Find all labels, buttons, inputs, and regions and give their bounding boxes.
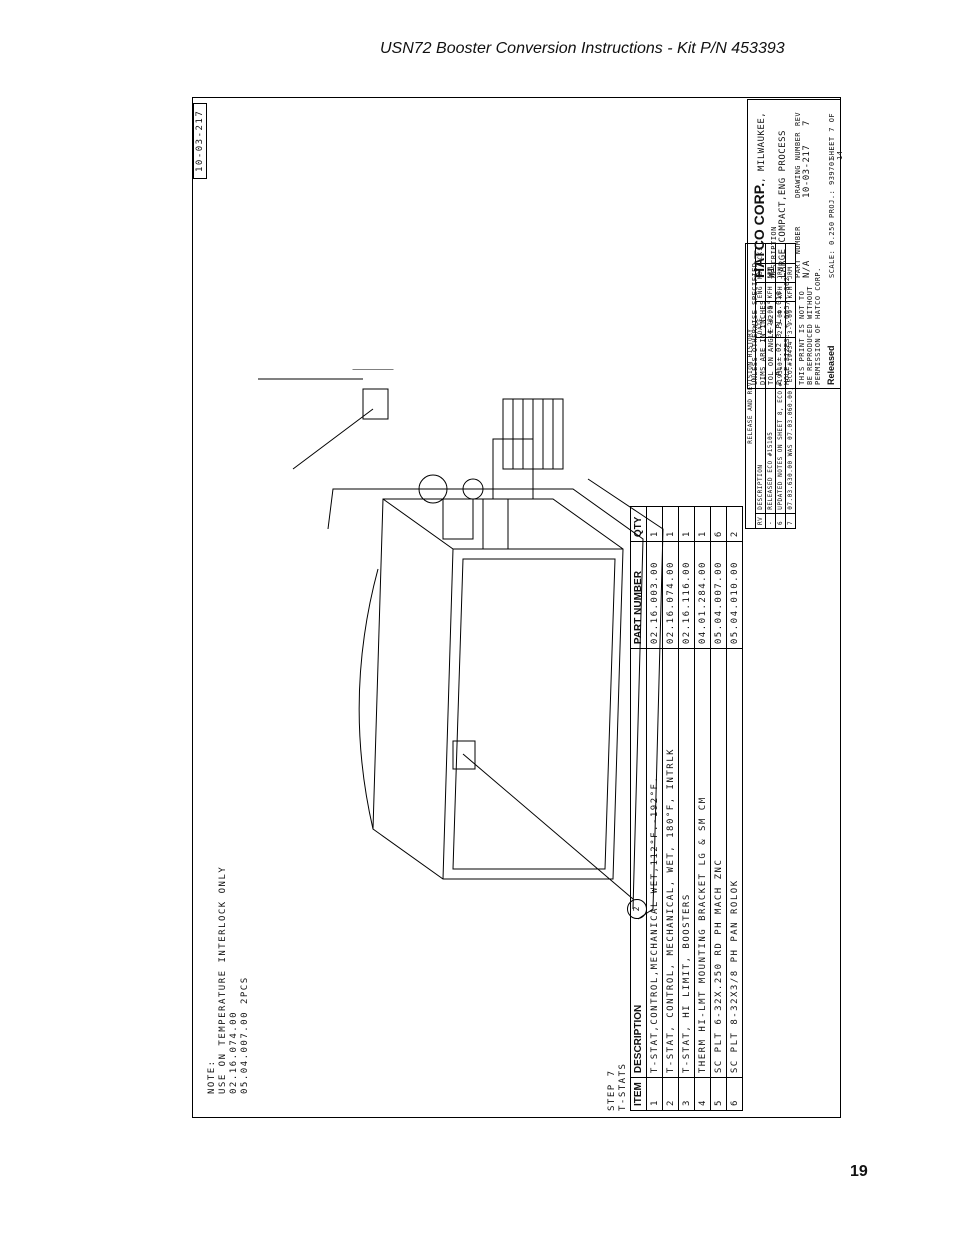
bom-item: 5 [710,1077,727,1111]
assembly-drawing [258,369,664,920]
bom-item: 3 [678,1077,695,1111]
step-label: STEP 7 [607,1069,617,1111]
drawing-number-label: DRAWING NUMBER [794,131,802,198]
rev-cell: - [765,513,776,529]
drawing-number-value: 10-03-217 [802,144,812,198]
cabinet-edge [382,498,454,880]
notice-line: PERMISSION OF HATCO CORP. [814,267,822,385]
bom-qty: 6 [710,506,727,542]
thermostat-part [362,388,389,420]
released-stamp: Released [826,345,836,385]
component-block [482,498,509,550]
tolerance-line: HOLE SIZES: +.005/-.002 [783,276,791,385]
bom-description: THERM HI-LMT MOUNTING BRACKET LG & SM CM [694,648,711,1078]
bom-header-item: ITEM [630,1077,647,1111]
notice-line: THIS PRINT IS NOT TO [798,290,806,385]
bom-part-number: 05.04.010.00 [726,541,743,649]
port-circle [418,474,448,504]
title-block: UNLESS OTHERWISE SPECIFIED DIMS ARE IN I… [747,99,844,389]
part-number-value: N/A [802,260,812,278]
bom-item: 1 [646,1077,663,1111]
rev-cell: 7 [785,513,796,529]
notice-block: THIS PRINT IS NOT TO BE REPRODUCED WITHO… [798,267,822,385]
description-value: LARGE COMPACT,ENG PROCESS [778,130,788,278]
rev-header: RV [755,513,766,529]
bom-part-number: 05.04.007.00 [710,541,727,649]
page-number: 19 [850,1163,868,1180]
step-sublabel: T-STATS [618,1062,628,1111]
bom-item: 2 [662,1077,679,1111]
bom-qty: 2 [726,506,743,542]
rev-cell: 6 [775,513,786,529]
component-block [442,498,474,540]
thermostat-interlock-part [452,740,476,770]
bom-item: 4 [694,1077,711,1111]
tolerance-line: DIMS ARE IN INCHES [759,300,767,385]
company-name: HATCO CORP. [751,182,767,278]
page-header-title: USN72 Booster Conversion Instructions - … [380,40,785,57]
rotated-drawing-sheet: 10-03-217 NOTE: USE ON TEMPERATURE INTER… [193,98,844,1119]
note-line: USE ON TEMPERATURE INTERLOCK ONLY [218,865,228,1094]
tank [358,568,379,830]
bom-part-number: 04.01.284.00 [694,541,711,649]
tolerance-line: 2 PL ±.02 3 PL ±.016 [775,290,783,385]
bom-description: SC PLT 8-32X3/8 PH PAN ROLOK [726,648,743,1078]
bom-description: SC PLT 6-32X.250 RD PH MACH ZNC [710,648,727,1078]
bom-item: 6 [726,1077,743,1111]
rev-value: 7 [802,120,812,126]
tolerance-block: UNLESS OTHERWISE SPECIFIED DIMS ARE IN I… [751,262,791,385]
side-rail [587,478,664,920]
tolerance-line: UNLESS OTHERWISE SPECIFIED [751,262,759,385]
notice-line: BE REPRODUCED WITHOUT [806,285,814,385]
note-title: NOTE: [207,1059,217,1094]
sheet-number: SHEET 7 OF 14 [828,112,844,160]
drawing-frame: 10-03-217 NOTE: USE ON TEMPERATURE INTER… [192,97,844,1119]
description-label: DESCRIPTION [770,226,778,278]
side-rail [327,488,644,910]
tolerance-line: TOL ON ANGLE ±2.0° [767,300,775,385]
part-number-label: PART NUMBER [794,226,802,278]
cabinet-outline [372,498,624,880]
callout-2: 2 [627,899,647,919]
project-number: PROJ.: 939701 [828,156,836,218]
cabinet-panel [452,558,616,870]
rev-label: REV [794,111,802,126]
step-label-block: STEP 7 T-STATS [607,1063,629,1111]
scale: SCALE: 0.250 [828,221,836,278]
bom-qty: 1 [694,506,711,542]
corner-drawing-number: 10-03-217 [193,102,207,179]
